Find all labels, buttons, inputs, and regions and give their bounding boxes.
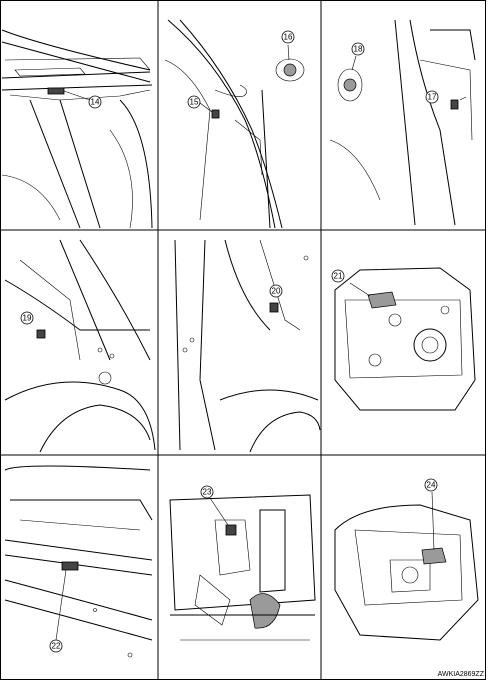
panel-6-transaxle [334,267,476,411]
panel-8-pedal-area [169,494,316,641]
callout-16-label: 16 [284,33,293,42]
callout-15-label: 15 [190,98,199,107]
panel-4-rear-pillar [4,239,156,453]
callout-18: 18 [351,42,365,56]
callout-24-label: 24 [427,481,436,490]
callout-14-label: 14 [91,98,100,107]
callout-18-label: 18 [354,45,363,54]
panel-9-manual-transaxle [334,491,479,641]
callout-23: 23 [200,485,214,499]
panel-5-b-pillar [174,239,321,453]
panel-grid [0,0,486,680]
callout-22: 22 [49,639,63,653]
figure-code: AWKIA2869ZZ [438,671,485,678]
callout-14: 14 [88,95,102,109]
panel-2-pillar [164,19,305,229]
callout-15: 15 [187,95,201,109]
panel-3-door-pillar [329,19,476,226]
callout-19: 19 [20,311,34,325]
callout-22-label: 22 [52,642,61,651]
panel-7-rear-bumper [4,465,153,658]
callout-23-label: 23 [203,488,212,497]
callout-20-label: 20 [272,287,281,296]
callout-20: 20 [269,284,283,298]
callout-21: 21 [331,269,345,283]
callout-24: 24 [424,478,438,492]
callouts: 14 15 16 18 17 19 20 21 [20,30,439,653]
callout-16: 16 [281,30,295,44]
callout-17: 17 [425,90,439,104]
callout-19-label: 19 [23,314,32,323]
callout-17-label: 17 [428,93,437,102]
callout-21-label: 21 [334,272,343,281]
panel-1-dashboard [1,29,153,229]
